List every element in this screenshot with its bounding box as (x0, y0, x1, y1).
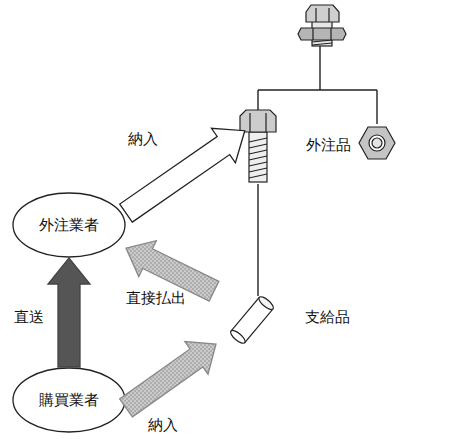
party-ellipse: 購買業者 (12, 367, 126, 433)
bolt-illustration (249, 168, 267, 172)
edge-label: 直接払出 (126, 289, 186, 307)
block-arrow (48, 258, 90, 367)
assembled-bolt-nut (306, 5, 339, 22)
nut-illustration (359, 127, 395, 159)
party-ellipse: 外注業者 (12, 192, 126, 258)
block-arrow (120, 128, 245, 222)
bolt-illustration (265, 113, 266, 132)
bolt-illustration (240, 110, 276, 132)
assembled-bolt-nut (330, 28, 331, 40)
connector-line (257, 184, 258, 296)
part-node: 外注品 (236, 110, 280, 184)
assembled-bolt-nut (298, 5, 346, 46)
bolt-illustration (249, 113, 250, 132)
bolt-illustration (240, 110, 276, 182)
assembly-tree (257, 90, 258, 110)
nut-illustration (369, 135, 385, 151)
assembly-tree (376, 90, 377, 124)
assembly-tree (258, 89, 377, 90)
cylinder-illustration (257, 295, 275, 312)
cylinder-illustration (229, 328, 247, 345)
edge-label: 納入 (148, 416, 178, 434)
bolt-illustration (249, 174, 267, 178)
bolt-illustration (249, 144, 267, 148)
part-node: 支給品 (232, 296, 272, 344)
assembled-bolt-nut (312, 43, 332, 45)
cylinder-illustration (229, 295, 276, 346)
nut-illustration (372, 138, 382, 148)
bolt-illustration (249, 162, 267, 166)
bolt-illustration (249, 150, 267, 154)
part-label: 支給品 (305, 308, 350, 326)
bolt-illustration (249, 138, 267, 142)
ellipse-shape (13, 368, 125, 432)
assembly-tree (258, 46, 377, 124)
block-arrow (120, 342, 216, 417)
assembly-tree (319, 46, 320, 90)
ellipse-shape (13, 193, 125, 257)
part-label: 外注品 (306, 136, 351, 154)
node-label: 購買業者 (39, 391, 99, 409)
edge-label: 納入 (128, 130, 158, 148)
bolt-illustration (249, 132, 267, 182)
assembled-bolt-nut (328, 8, 329, 22)
assembled-bolt-nut (298, 28, 346, 40)
node-label: 外注業者 (39, 216, 99, 234)
bolt-illustration (249, 156, 267, 160)
nut-illustration (359, 127, 395, 159)
edge-label: 直送 (14, 308, 44, 326)
assembled-bolt-nut (312, 28, 313, 40)
assembled-bolt-nut (315, 8, 316, 22)
